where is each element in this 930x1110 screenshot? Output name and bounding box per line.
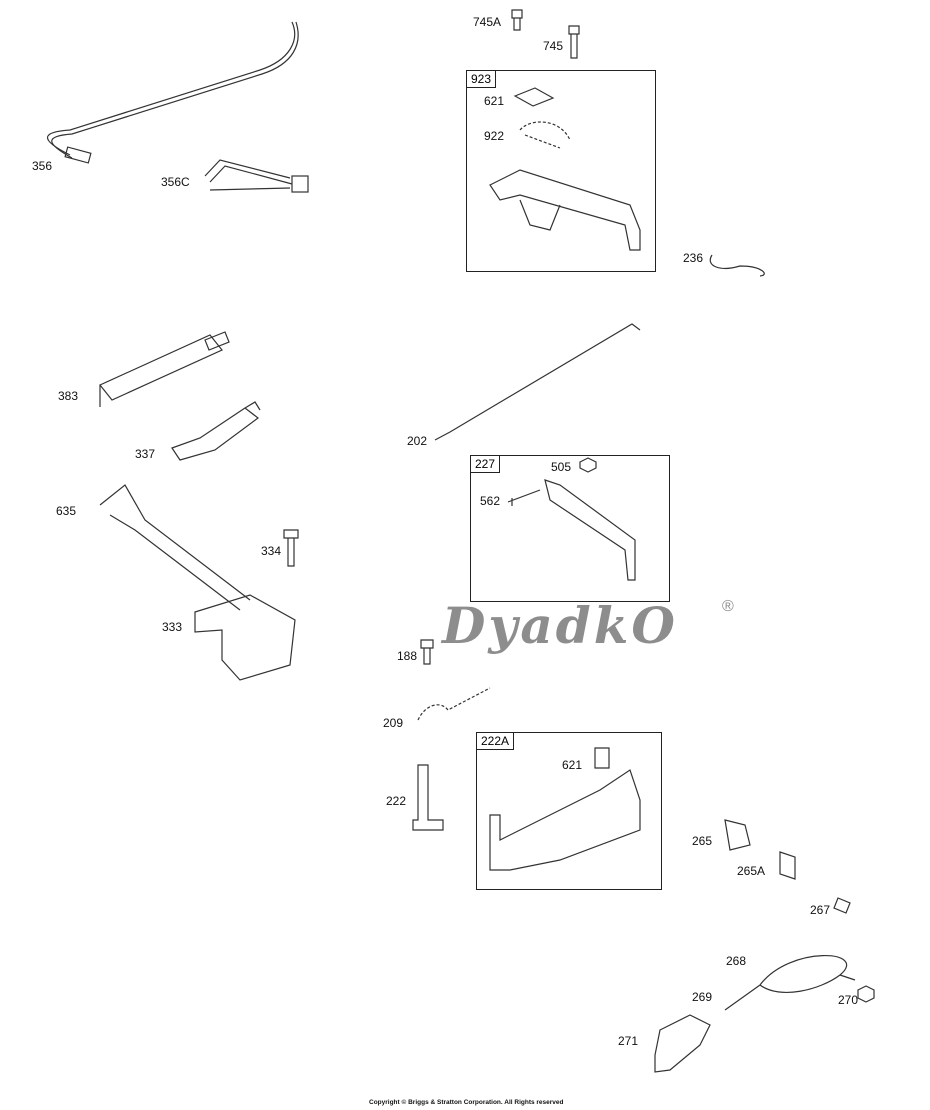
group-222a-label: 222A [477, 733, 515, 750]
callout-621b: 621 [562, 758, 583, 772]
callout-236: 236 [683, 251, 704, 265]
callout-334: 334 [261, 544, 282, 558]
callout-265a: 265A [737, 864, 766, 878]
callout-621: 621 [484, 94, 505, 108]
callout-505: 505 [551, 460, 572, 474]
group-923-label: 923 [467, 71, 497, 88]
part-562-pin [507, 489, 541, 506]
callout-265: 265 [692, 834, 713, 848]
callout-269: 269 [692, 990, 713, 1004]
callout-188: 188 [397, 649, 418, 663]
part-270-nut [857, 985, 875, 1003]
part-222a-bracket [489, 769, 641, 871]
callout-383: 383 [58, 389, 79, 403]
part-356c-harness [204, 159, 293, 191]
part-923-bracket [489, 169, 641, 251]
watermark-logo: DyadkO [442, 596, 678, 655]
part-271-lever [654, 1014, 711, 1073]
part-236-clip [709, 254, 765, 277]
callout-333: 333 [162, 620, 183, 634]
callout-356c: 356C [161, 175, 190, 189]
callout-745a: 745A [473, 15, 502, 29]
callout-356: 356 [32, 159, 53, 173]
callout-267: 267 [810, 903, 831, 917]
part-621-clip [513, 87, 555, 107]
part-202-rod [434, 323, 641, 441]
group-923-box: 923 [466, 70, 656, 272]
part-635-lead [99, 484, 251, 611]
part-265a [779, 851, 796, 880]
group-222a-box: 222A [476, 732, 662, 890]
part-188-screw [420, 639, 434, 665]
part-621b-clip [594, 747, 610, 769]
part-337-spark-plug [171, 401, 261, 461]
group-227-box: 227 [470, 455, 670, 602]
copyright-notice: Copyright © Briggs & Stratton Corporatio… [369, 1099, 564, 1106]
callout-635: 635 [56, 504, 77, 518]
part-922-spring [519, 121, 571, 149]
part-333-armature [194, 594, 296, 681]
callout-270: 270 [838, 993, 859, 1007]
part-209-spring [417, 687, 491, 721]
part-227-lever [544, 479, 636, 581]
part-222-bracket [412, 764, 444, 831]
part-265 [724, 819, 751, 851]
part-334-screw [283, 529, 299, 567]
part-745a-bolt [511, 9, 523, 31]
part-745-bolt [568, 25, 580, 59]
part-268-cable [759, 955, 848, 993]
callout-745: 745 [543, 39, 564, 53]
callout-202: 202 [407, 434, 428, 448]
part-356-connector [64, 146, 92, 164]
callout-222: 222 [386, 794, 407, 808]
part-356-wire [47, 21, 296, 156]
callout-271: 271 [618, 1034, 639, 1048]
callout-562: 562 [480, 494, 501, 508]
callout-337: 337 [135, 447, 156, 461]
callout-209: 209 [383, 716, 404, 730]
callout-268: 268 [726, 954, 747, 968]
part-505-nut [579, 457, 597, 473]
watermark-registered-mark: ® [722, 598, 734, 615]
part-267-screw [833, 897, 851, 914]
part-383-tool [99, 331, 230, 407]
group-227-label: 227 [471, 456, 501, 473]
callout-922: 922 [484, 129, 505, 143]
